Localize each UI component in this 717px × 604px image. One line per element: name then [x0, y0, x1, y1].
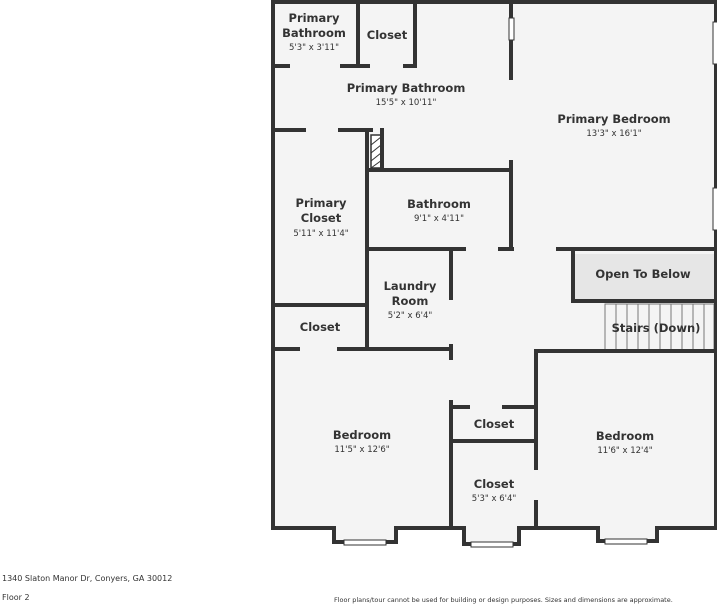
closet-left-name: Closet [300, 320, 341, 334]
primary-bathroom-small-name-1: Primary [289, 11, 340, 25]
bathroom-name: Bathroom [407, 197, 471, 211]
primary-bathroom-small-dim: 5'3" x 3'11" [289, 43, 339, 53]
bedroom-right-name: Bedroom [596, 429, 654, 443]
laundry-room-dim: 5'2" x 6'4" [388, 311, 433, 321]
laundry-room-name-1: Laundry [384, 279, 437, 293]
open-to-below-label: Open To Below [595, 267, 691, 281]
bedroom-right-dim: 11'6" x 12'4" [597, 446, 652, 456]
primary-bedroom-name: Primary Bedroom [557, 112, 670, 126]
floor-label: Floor 2 [2, 593, 30, 602]
laundry-room-name-2: Room [392, 294, 429, 308]
primary-bathroom-dim: 15'5" x 10'11" [376, 98, 437, 108]
primary-bathroom-name: Primary Bathroom [347, 81, 466, 95]
windows [343, 17, 717, 548]
open-to-below-area [575, 254, 714, 299]
primary-closet-dim: 5'11" x 11'4" [293, 229, 348, 239]
primary-closet-name-2: Closet [301, 211, 342, 225]
bedroom-left-name: Bedroom [333, 428, 391, 442]
property-address: 1340 Slaton Manor Dr, Conyers, GA 30012 [2, 574, 173, 583]
closet-lower-name: Closet [474, 477, 515, 491]
stairs-label: Stairs (Down) [612, 321, 701, 335]
openings [290, 64, 556, 500]
primary-bedroom-dim: 13'3" x 16'1" [586, 129, 641, 139]
closet-lower-dim: 5'3" x 6'4" [472, 494, 517, 504]
bedroom-left-dim: 11'5" x 12'6" [334, 445, 389, 455]
bathroom-dim: 9'1" x 4'11" [414, 214, 464, 224]
primary-bathroom-small-name-2: Bathroom [282, 26, 346, 40]
primary-closet-name-1: Primary [296, 196, 347, 210]
closet-middle-name: Closet [474, 417, 515, 431]
closet-top-name: Closet [367, 28, 408, 42]
disclaimer-text: Floor plans/tour cannot be used for buil… [334, 596, 673, 604]
